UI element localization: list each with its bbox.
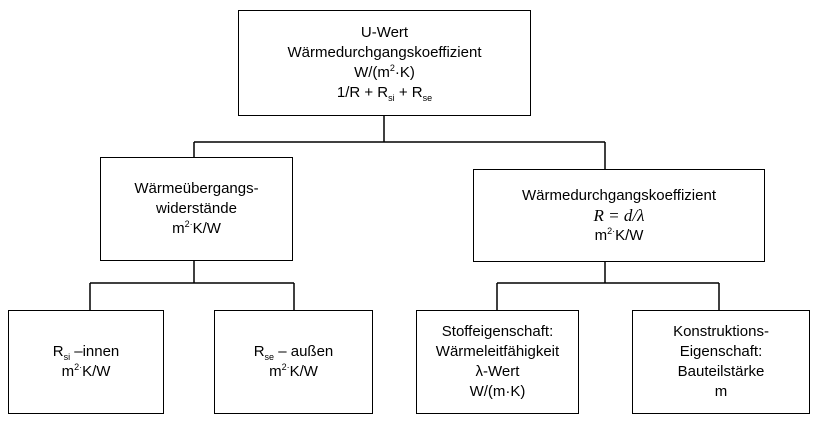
box-u-value: U-Wert Wärmedurchgangskoeffizient W/(m2·… (238, 10, 531, 116)
connector-root (193, 116, 606, 169)
box-construction-property: Konstruktions- Eigenschaft: Bauteilstärk… (632, 310, 810, 414)
root-unit: W/(m2·K) (354, 63, 415, 82)
connector-right (496, 262, 720, 310)
rl-line3: λ-Wert (475, 363, 520, 380)
lr-unit: m2·K/W (269, 362, 318, 381)
right-line1: Wärmedurchgangskoeffizient (522, 186, 716, 204)
right-unit: m2·K/W (594, 225, 644, 244)
lr-label: Rse – außen (253, 343, 334, 362)
box-rse-outside: Rse – außen m2·K/W (214, 310, 373, 414)
connector-left (89, 261, 295, 310)
root-formula: 1/R + Rsi + Rse (336, 84, 433, 103)
box-surface-resistances: Wärmeübergangs- widerstände m2·K/W (100, 157, 293, 261)
root-title: U-Wert (360, 24, 409, 41)
rl-line1: Stoffeigenschaft: (441, 323, 554, 340)
ll-unit: m2·K/W (61, 362, 111, 381)
rr-line1: Konstruktions- (673, 323, 769, 340)
box-rsi-inside: Rsi –innen m2·K/W (8, 310, 164, 414)
rl-line4: W/(m·K) (469, 383, 526, 400)
rr-line2: Eigenschaft: (679, 343, 763, 360)
left-line1: Wärmeübergangs- (134, 180, 259, 197)
ll-label: Rsi –innen (52, 343, 120, 362)
rr-line4: m (714, 383, 728, 400)
box-material-property: Stoffeigenschaft: Wärmeleitfähigkeit λ-W… (416, 310, 579, 414)
right-formula: R = d/λ (593, 205, 645, 225)
left-unit: m2·K/W (172, 219, 221, 238)
root-name: Wärmedurchgangskoeffizient (287, 44, 482, 61)
rl-line2: Wärmeleitfähigkeit (435, 343, 560, 360)
box-thermal-resistance: Wärmedurchgangskoeffizient R = d/λ m2·K/… (473, 169, 765, 262)
rr-line3: Bauteilstärke (677, 363, 765, 380)
left-line2: widerstände (156, 200, 237, 217)
